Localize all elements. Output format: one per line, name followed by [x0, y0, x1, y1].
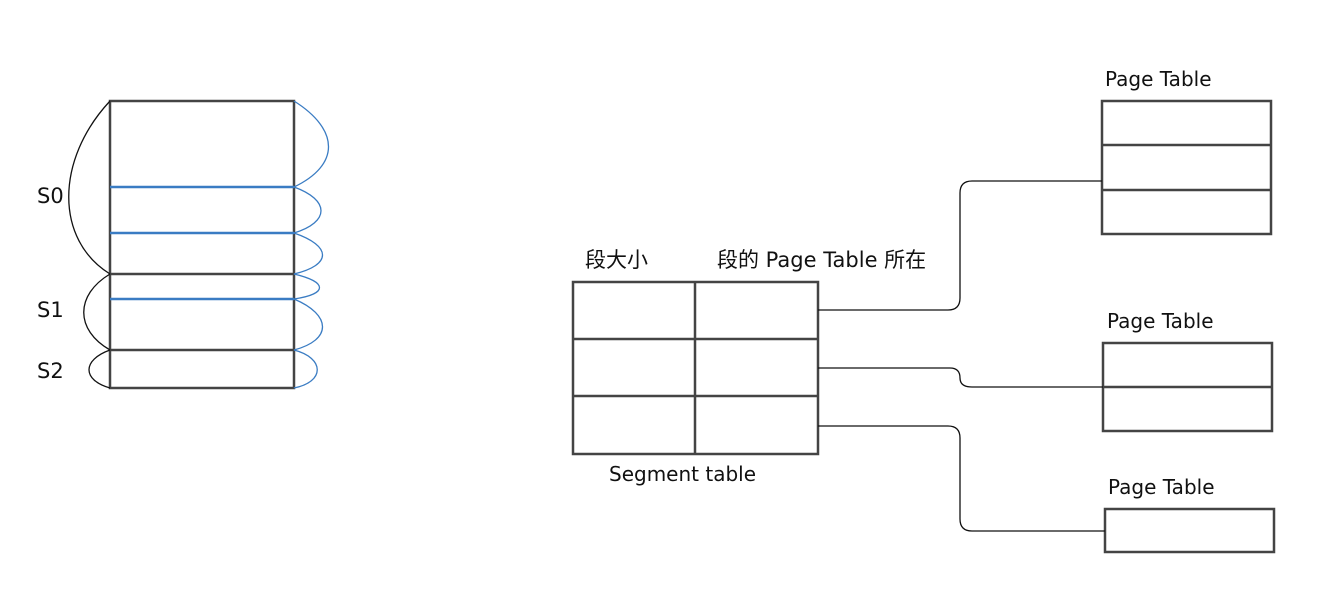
segment-pagetable-header: 段的 Page Table 所在 — [717, 248, 926, 272]
memory-layout: S0 S1 S2 — [37, 99, 330, 390]
page-brace — [293, 349, 318, 389]
segment-label-s2: S2 — [37, 359, 64, 383]
connector-segment-row3-to-page-table-3 — [818, 425, 1105, 532]
segment-brace-s2 — [88, 349, 111, 389]
connector-segment-row2-to-page-table-2 — [818, 367, 1103, 388]
segment-brace-s1 — [83, 273, 111, 351]
page-table-label: Page Table — [1108, 475, 1215, 499]
page-brace — [293, 273, 321, 300]
page-brace — [293, 186, 322, 234]
page-brace — [293, 100, 330, 188]
page-table-label: Page Table — [1105, 67, 1212, 91]
page-table-label: Page Table — [1107, 309, 1214, 333]
page-brace — [293, 232, 324, 275]
segment-table-caption: Segment table — [609, 462, 756, 486]
segment-table: 段大小 段的 Page Table 所在 Segment table — [571, 248, 926, 486]
segment-size-header: 段大小 — [585, 248, 648, 272]
page-table-frame — [1103, 507, 1276, 554]
segment-label-s0: S0 — [37, 184, 64, 208]
segment-label-s1: S1 — [37, 298, 64, 322]
memory-block — [108, 99, 296, 390]
connector-segment-row1-to-page-table-1 — [818, 180, 1102, 311]
page-table-2: Page Table — [1101, 309, 1274, 433]
segment-brace-s0 — [68, 100, 111, 275]
page-table-frame — [1100, 99, 1273, 236]
page-table-1: Page Table — [1100, 67, 1273, 236]
page-table-3: Page Table — [1103, 475, 1276, 554]
page-brace — [293, 298, 323, 351]
